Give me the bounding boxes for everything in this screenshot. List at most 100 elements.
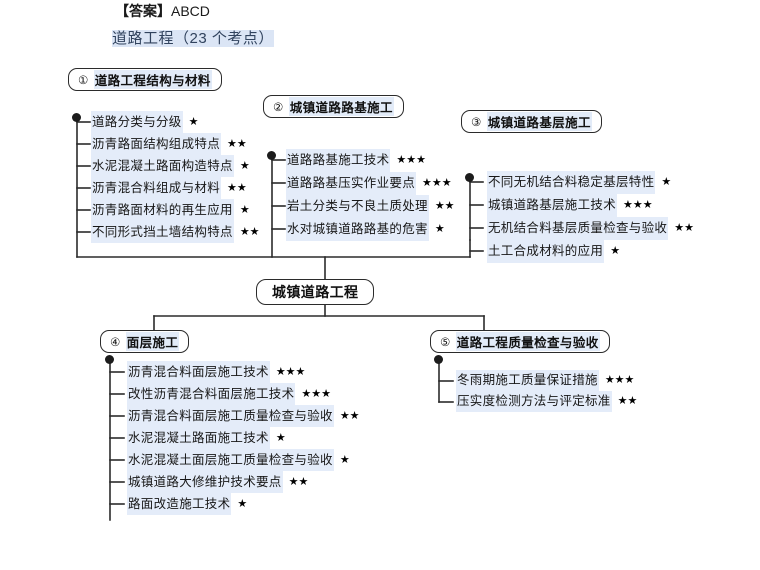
branch-number-4: ④: [110, 336, 121, 349]
item-stars: ★★: [434, 200, 455, 212]
branch-node-2[interactable]: ② 城镇道路路基施工: [263, 95, 404, 118]
item-stars: ★★: [288, 476, 309, 488]
item-stars: ★★: [239, 226, 260, 238]
item-stars: ★★: [674, 222, 694, 234]
item-text: 城镇道路大修维护技术要点: [127, 471, 283, 493]
answer-line: 【答案】ABCD: [115, 2, 210, 20]
item-stars: ★: [188, 116, 199, 128]
list-item[interactable]: 水泥混凝土面层施工质量检查与验收 ★: [127, 449, 360, 471]
item-text: 土工合成材料的应用: [487, 240, 605, 263]
branch-label-4: 面层施工: [125, 332, 180, 351]
branch-items-1: 道路分类与分级 ★ 沥青路面结构组成特点 ★★ 水泥混凝土路面构造特点 ★ 沥青混合料…: [91, 111, 260, 243]
item-text: 不同形式挡土墙结构特点: [91, 221, 234, 243]
center-node-label: 城镇道路工程: [272, 284, 359, 300]
item-text: 沥青混合料组成与材料: [91, 177, 222, 199]
list-item[interactable]: 沥青混合料面层施工技术 ★★★: [127, 361, 360, 383]
list-item[interactable]: 城镇道路基层施工技术 ★★★: [487, 194, 694, 217]
item-stars: ★: [610, 245, 621, 257]
list-item[interactable]: 水对城镇道路路基的危害 ★: [286, 218, 455, 241]
item-text: 水泥混凝土面层施工质量检查与验收: [127, 449, 334, 471]
item-text: 沥青路面结构组成特点: [91, 133, 222, 155]
item-stars: ★: [239, 160, 250, 172]
branch-node-4[interactable]: ④ 面层施工: [100, 330, 190, 353]
item-stars: ★: [237, 498, 248, 510]
branch-items-3: 不同无机结合料稳定基层特性★ 城镇道路基层施工技术★★★ 无机结合料基层质量检查…: [487, 171, 694, 263]
item-stars: ★★★: [275, 366, 306, 378]
center-node[interactable]: 城镇道路工程: [256, 279, 375, 305]
list-item[interactable]: 沥青路面材料的再生应用 ★: [91, 199, 260, 221]
branch-items-5: 冬雨期施工质量保证措施 ★★★ 压实度检测方法与评定标准★★: [456, 370, 637, 412]
branch-items-4: 沥青混合料面层施工技术★★★ 改性沥青混合料面层施工技术★★★ 沥青混合料面层施…: [127, 361, 360, 515]
answer-label: 【答案】: [115, 3, 171, 19]
item-stars: ★: [339, 454, 350, 466]
item-text: 改性沥青混合料面层施工技术: [127, 383, 296, 405]
page-subtitle: 道路工程（23 个考点）: [112, 29, 274, 48]
list-item[interactable]: 压实度检测方法与评定标准★★: [456, 391, 637, 412]
item-text: 城镇道路基层施工技术: [487, 194, 618, 217]
item-text: 不同无机结合料稳定基层特性: [487, 171, 656, 194]
item-stars: ★★: [227, 182, 247, 194]
item-stars: ★★★: [604, 374, 635, 386]
item-text: 路面改造施工技术: [127, 493, 232, 515]
list-item[interactable]: 沥青路面结构组成特点 ★★: [91, 133, 260, 155]
list-item[interactable]: 水泥混凝土路面构造特点 ★: [91, 155, 260, 177]
item-stars: ★: [239, 204, 250, 216]
branch-number-3: ③: [471, 116, 482, 129]
item-text: 沥青混合料面层施工质量检查与验收: [127, 405, 334, 427]
item-text: 沥青混合料面层施工技术: [127, 361, 270, 383]
branch-label-1: 道路工程结构与材料: [93, 70, 212, 89]
item-stars: ★★★: [301, 388, 331, 400]
list-item[interactable]: 沥青混合料组成与材料 ★★: [91, 177, 260, 199]
item-stars: ★: [275, 432, 286, 444]
branch-bullet-4: [105, 355, 114, 364]
branch-label-3: 城镇道路基层施工: [486, 112, 592, 131]
list-item[interactable]: 冬雨期施工质量保证措施 ★★★: [456, 370, 637, 391]
branch-node-1[interactable]: ① 道路工程结构与材料: [68, 68, 222, 91]
item-text: 道路分类与分级: [91, 111, 183, 133]
branch-number-1: ①: [78, 74, 89, 87]
list-item[interactable]: 不同形式挡土墙结构特点 ★★: [91, 221, 260, 243]
list-item[interactable]: 城镇道路大修维护技术要点 ★★: [127, 471, 360, 493]
branch-node-5[interactable]: ⑤ 道路工程质量检查与验收: [430, 330, 610, 353]
subtitle-text: 道路工程（23 个考点）: [112, 30, 274, 47]
branch-number-5: ⑤: [440, 336, 451, 349]
list-item[interactable]: 水泥混凝土路面施工技术 ★: [127, 427, 360, 449]
answer-value: ABCD: [171, 3, 210, 19]
branch-number-2: ②: [273, 101, 284, 114]
branch-label-5: 道路工程质量检查与验收: [455, 332, 600, 351]
list-item[interactable]: 不同无机结合料稳定基层特性 ★: [487, 171, 694, 194]
branch-label-2: 城镇道路路基施工: [288, 97, 394, 116]
list-item[interactable]: 路面改造施工技术 ★: [127, 493, 360, 515]
branch-node-3[interactable]: ③ 城镇道路基层施工: [461, 110, 602, 133]
item-text: 岩土分类与不良土质处理: [286, 195, 429, 218]
list-item[interactable]: 道路路基施工技术 ★★★: [286, 149, 455, 172]
list-item[interactable]: 沥青混合料面层施工质量检查与验收 ★★: [127, 405, 360, 427]
item-text: 道路路基压实作业要点: [286, 172, 417, 195]
item-text: 水对城镇道路路基的危害: [286, 218, 429, 241]
item-text: 无机结合料基层质量检查与验收: [487, 217, 669, 240]
list-item[interactable]: 改性沥青混合料面层施工技术 ★★★: [127, 383, 360, 405]
item-stars: ★★: [227, 138, 247, 150]
list-item[interactable]: 无机结合料基层质量检查与验收 ★★: [487, 217, 694, 240]
item-text: 沥青路面材料的再生应用: [91, 199, 234, 221]
item-text: 压实度检测方法与评定标准: [456, 391, 612, 412]
item-stars: ★: [661, 176, 672, 188]
branch-items-2: 道路路基施工技术★★★ 道路路基压实作业要点★★★ 岩土分类与不良土质处理★★ …: [286, 149, 455, 241]
item-stars: ★★★: [396, 154, 426, 166]
item-stars: ★★★: [623, 199, 653, 211]
list-item[interactable]: 岩土分类与不良土质处理 ★★: [286, 195, 455, 218]
item-stars: ★★: [339, 410, 360, 422]
branch-bullet-1: [72, 113, 81, 122]
item-stars: ★★★: [422, 177, 452, 189]
list-item[interactable]: 土工合成材料的应用 ★: [487, 240, 694, 263]
item-text: 水泥混凝土路面构造特点: [91, 155, 234, 177]
list-item[interactable]: 道路分类与分级 ★: [91, 111, 260, 133]
list-item[interactable]: 道路路基压实作业要点 ★★★: [286, 172, 455, 195]
item-stars: ★: [434, 223, 445, 235]
item-text: 水泥混凝土路面施工技术: [127, 427, 270, 449]
branch-bullet-3: [465, 173, 474, 182]
item-text: 道路路基施工技术: [286, 149, 391, 172]
branch-bullet-5: [434, 355, 443, 364]
item-text: 冬雨期施工质量保证措施: [456, 370, 599, 391]
